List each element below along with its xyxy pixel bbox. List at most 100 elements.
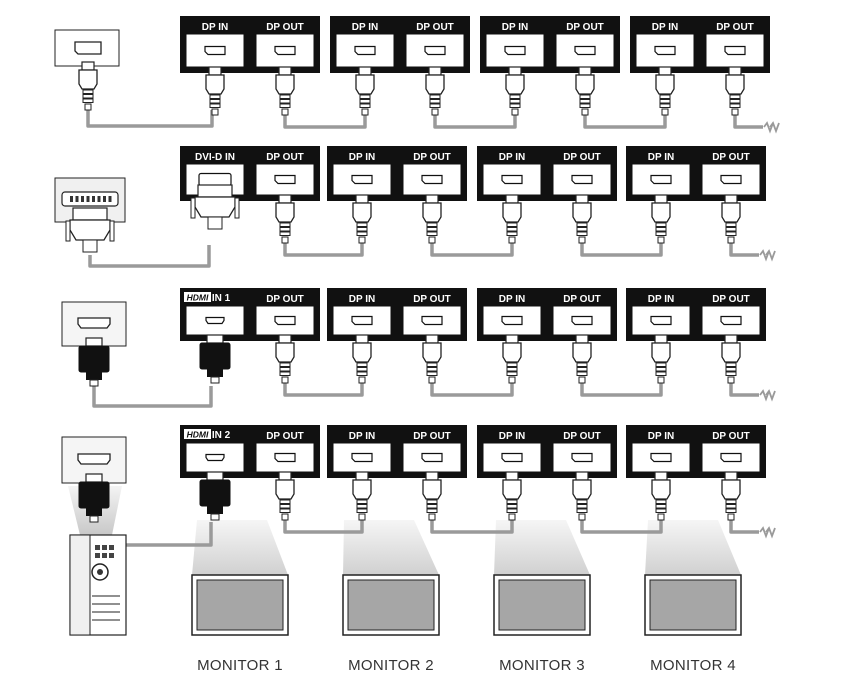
plug-ridge xyxy=(729,103,741,108)
plug-body xyxy=(655,74,675,95)
plug-body xyxy=(205,74,225,95)
monitor-screen xyxy=(347,579,435,631)
dp-socket-hole xyxy=(574,45,596,56)
plug-body xyxy=(69,219,111,241)
dp-plug-icon xyxy=(721,194,741,244)
plug-tip xyxy=(654,194,668,204)
plug-ridge xyxy=(506,222,518,227)
monitor-label: MONITOR 2 xyxy=(348,657,434,674)
dp-in-port: DP IN xyxy=(332,294,392,336)
projection-beam xyxy=(343,520,439,575)
dp-out-port: DP OUT xyxy=(255,152,315,196)
plug-ridge xyxy=(279,94,291,99)
plug-ridge xyxy=(426,499,438,504)
dp-out-port: DP OUT xyxy=(701,431,761,473)
cable xyxy=(126,522,213,547)
plug-ridge xyxy=(506,227,518,232)
dp-plug-icon xyxy=(502,194,522,244)
dp-socket-hole xyxy=(571,452,593,463)
plug-tip xyxy=(208,66,222,76)
plug-ridge xyxy=(279,231,291,236)
cable xyxy=(430,243,514,257)
plug-tip xyxy=(654,334,668,344)
plug-body xyxy=(502,202,522,223)
port-label: DP OUT xyxy=(563,152,601,163)
hdmi-socket-icon xyxy=(77,453,111,465)
port-label: DP OUT xyxy=(563,431,601,442)
plug-neck xyxy=(211,108,219,116)
port-label: DP OUT xyxy=(712,152,750,163)
plug-neck xyxy=(431,108,439,116)
port-label: DP IN xyxy=(349,294,376,305)
plug-tip xyxy=(724,334,738,344)
dp-plug-icon xyxy=(651,194,671,244)
port-label: DP OUT xyxy=(712,294,750,305)
plug-tip xyxy=(278,66,292,76)
plug-tip xyxy=(81,61,95,71)
dp-in-port: DP IN xyxy=(335,22,395,68)
cable xyxy=(430,520,514,534)
cable xyxy=(580,520,663,534)
dp-plug-icon xyxy=(425,66,445,116)
plug-screw xyxy=(65,220,71,242)
plug-ridge xyxy=(426,362,438,367)
dvi-source-device xyxy=(54,177,126,253)
hdmi-socket-hole xyxy=(205,316,225,325)
plug-tip xyxy=(278,334,292,344)
plug-tip xyxy=(505,471,519,481)
dp-socket-hole xyxy=(720,452,742,463)
port-label: DP OUT xyxy=(566,22,604,33)
plug-ridge xyxy=(279,103,291,108)
plug-neck xyxy=(661,108,669,116)
hdmi-plug-icon xyxy=(78,473,110,523)
plug-neck xyxy=(578,236,586,244)
dp-socket-hole xyxy=(654,45,676,56)
cable xyxy=(433,115,517,129)
dp-plug-icon xyxy=(572,334,592,384)
port-label: DP OUT xyxy=(712,431,750,442)
dp-socket-hole xyxy=(650,174,672,185)
dp-plug-icon xyxy=(502,471,522,521)
dvi-pin xyxy=(81,196,84,202)
plug-ridge xyxy=(279,508,291,513)
port-label: DP OUT xyxy=(413,152,451,163)
plug-ridge xyxy=(655,231,667,236)
monitor-screen xyxy=(196,579,284,631)
dp-out-port: DP OUT xyxy=(405,22,465,68)
pc-source-device xyxy=(61,436,127,523)
plug-ridge xyxy=(356,231,368,236)
cable-continues-icon xyxy=(759,526,776,539)
dp-out-port: DP OUT xyxy=(701,152,761,196)
cable-continues-icon xyxy=(759,249,776,262)
dp-socket-hole xyxy=(571,315,593,326)
dvi-pin xyxy=(70,196,73,202)
plug-ridge xyxy=(82,89,94,94)
dp-out-port: DP OUT xyxy=(552,431,612,473)
cable xyxy=(580,243,663,257)
port-label: DP IN xyxy=(648,152,675,163)
plug-ridge xyxy=(576,227,588,232)
plug-body xyxy=(352,202,372,223)
cable xyxy=(283,383,364,397)
cable xyxy=(733,115,763,129)
plug-neck xyxy=(508,376,516,384)
plug-ridge xyxy=(655,508,667,513)
dp-socket-hole xyxy=(650,315,672,326)
plug-ridge xyxy=(279,504,291,509)
plug-ridge xyxy=(279,227,291,232)
monitor-screen xyxy=(649,579,737,631)
plug-ridge xyxy=(579,99,591,104)
dp-plug-icon xyxy=(572,471,592,521)
plug-tip xyxy=(72,207,108,221)
monitor-icon: MONITOR 3 xyxy=(493,574,591,674)
plug-body xyxy=(572,479,592,500)
port-label: DP IN xyxy=(349,152,376,163)
dp-socket-hole xyxy=(501,315,523,326)
plug-ridge xyxy=(356,367,368,372)
port-label: IN 2 xyxy=(212,430,231,441)
plug-ridge xyxy=(359,99,371,104)
